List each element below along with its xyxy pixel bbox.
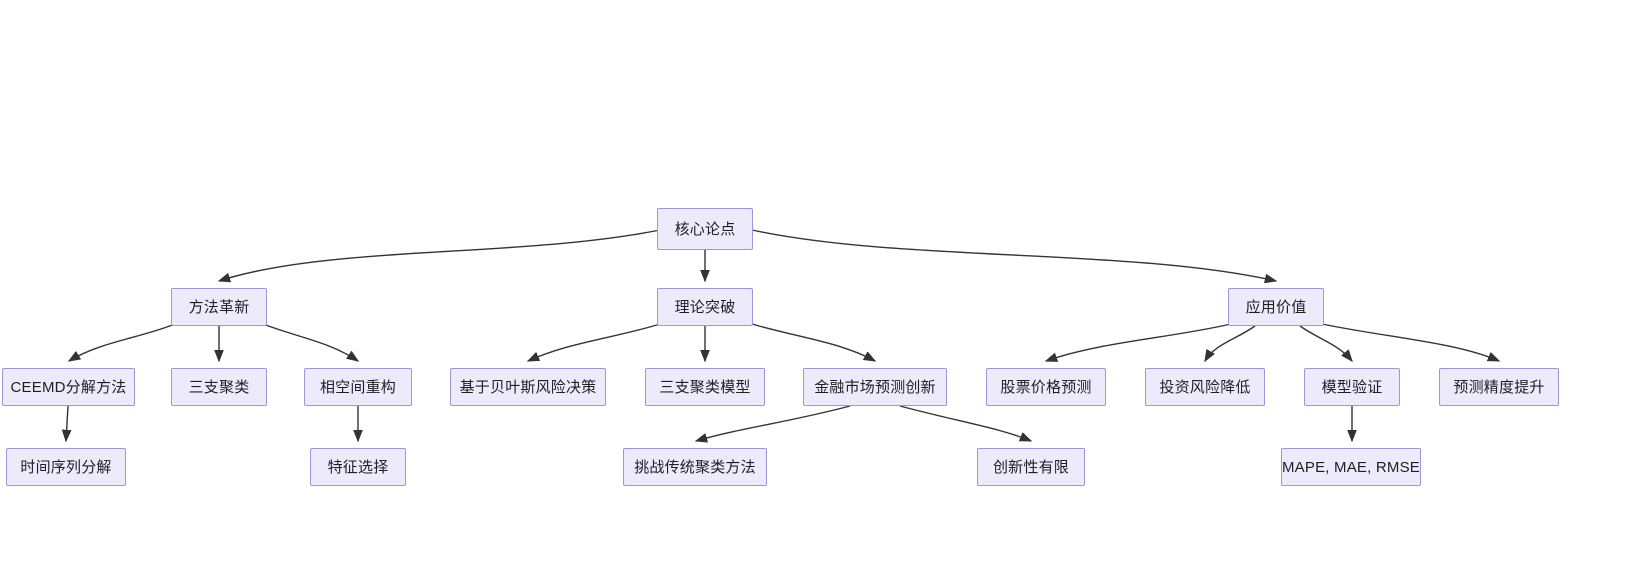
node-l2h[interactable]: 投资风险降低 (1145, 368, 1265, 406)
edge-l1b-to-l2d (526, 323, 661, 362)
node-l2b[interactable]: 三支聚类 (171, 368, 267, 406)
node-label: 模型验证 (1321, 378, 1383, 396)
node-label: 股票价格预测 (1000, 378, 1092, 396)
node-l2f[interactable]: 金融市场预测创新 (803, 368, 947, 406)
edge-l2f-to-l3d (899, 405, 1033, 442)
node-l3b[interactable]: 特征选择 (310, 448, 406, 486)
node-l2c[interactable]: 相空间重构 (304, 368, 412, 406)
edge-l1a-to-l2a (67, 323, 176, 362)
node-root[interactable]: 核心论点 (657, 208, 753, 250)
edges-group (61, 229, 1501, 443)
node-l2e[interactable]: 三支聚类模型 (645, 368, 765, 406)
node-label: 基于贝叶斯风险决策 (459, 378, 597, 396)
node-l1b[interactable]: 理论突破 (657, 288, 753, 326)
node-label: 相空间重构 (319, 378, 396, 396)
edge-l1a-to-l2c (262, 323, 360, 362)
node-label: 理论突破 (674, 298, 736, 316)
node-label: 挑战传统聚类方法 (634, 458, 756, 476)
node-label: 方法革新 (188, 298, 250, 316)
edge-l1c-to-l2g (1044, 323, 1232, 362)
edge-l2a-to-l3a (61, 405, 72, 443)
edge-l1c-to-l2j (1321, 323, 1501, 362)
node-l3d[interactable]: 创新性有限 (977, 448, 1085, 486)
node-label: 特征选择 (327, 458, 389, 476)
edge-l1b-to-l2f (751, 323, 877, 362)
node-label: MAPE, MAE, RMSE (1281, 458, 1421, 476)
node-label: 三支聚类 (188, 378, 250, 396)
node-label: CEEMD分解方法 (10, 378, 127, 396)
node-l2d[interactable]: 基于贝叶斯风险决策 (450, 368, 606, 406)
node-label: 投资风险降低 (1159, 378, 1251, 396)
node-label: 预测精度提升 (1453, 378, 1545, 396)
edge-l1c-to-l2h (1204, 325, 1256, 363)
node-label: 创新性有限 (992, 458, 1069, 476)
node-l2g[interactable]: 股票价格预测 (986, 368, 1106, 406)
node-label: 核心论点 (674, 220, 736, 238)
node-label: 金融市场预测创新 (814, 378, 936, 396)
edge-l2f-to-l3c (694, 405, 851, 443)
edge-l1c-to-l2i (1299, 325, 1353, 363)
node-label: 三支聚类模型 (659, 378, 751, 396)
node-label: 应用价值 (1245, 298, 1307, 316)
edge-root-to-l1a (217, 229, 661, 283)
node-l3e[interactable]: MAPE, MAE, RMSE (1281, 448, 1421, 486)
node-l3c[interactable]: 挑战传统聚类方法 (623, 448, 767, 486)
node-l2a[interactable]: CEEMD分解方法 (2, 368, 135, 406)
node-l3a[interactable]: 时间序列分解 (6, 448, 126, 486)
node-l2j[interactable]: 预测精度提升 (1439, 368, 1559, 406)
node-label: 时间序列分解 (20, 458, 112, 476)
node-l2i[interactable]: 模型验证 (1304, 368, 1400, 406)
node-l1a[interactable]: 方法革新 (171, 288, 267, 326)
edge-root-to-l1c (751, 229, 1278, 284)
node-l1c[interactable]: 应用价值 (1228, 288, 1324, 326)
